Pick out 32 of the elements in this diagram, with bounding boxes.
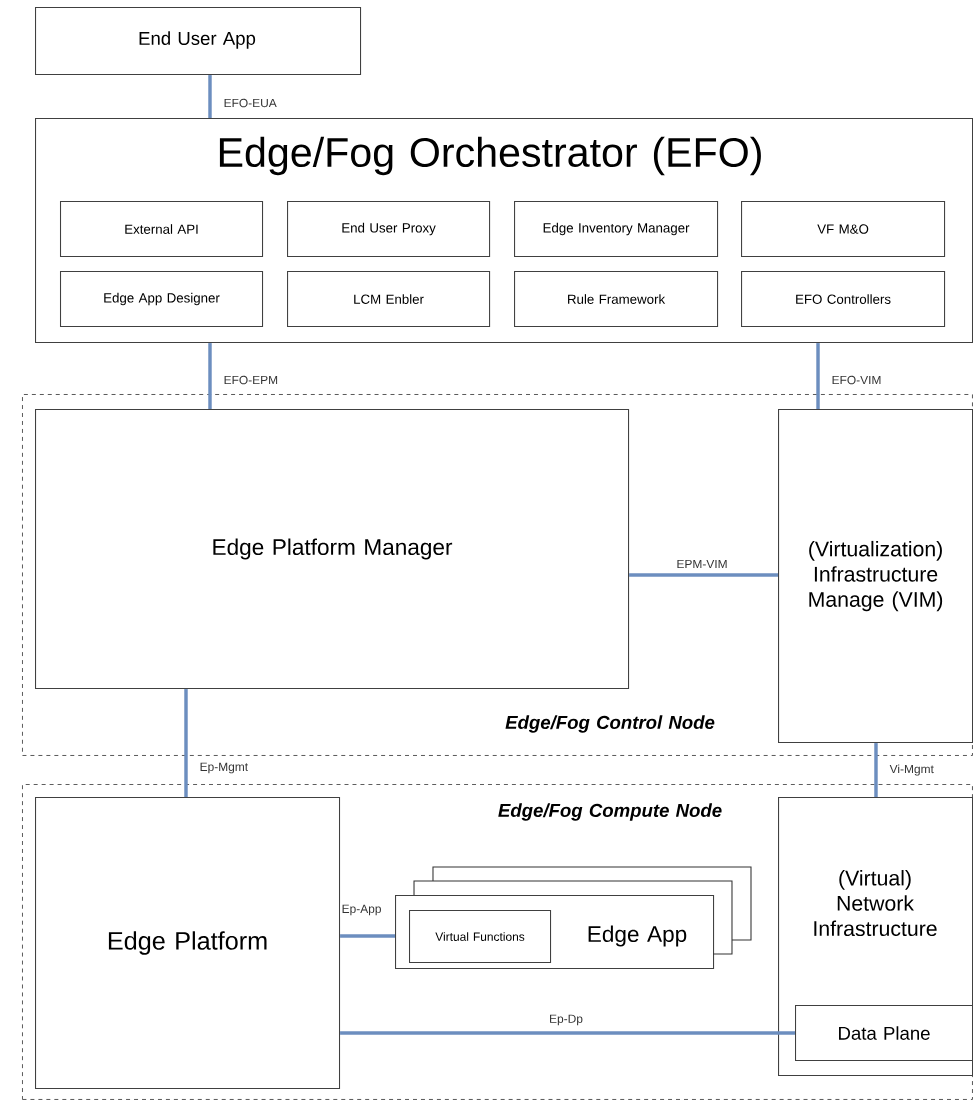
connector-line: [208, 75, 212, 118]
edge-label: Vi-Mgmt: [888, 763, 936, 777]
connector-line: [874, 743, 878, 797]
connector-line: [340, 1031, 795, 1035]
edge-label: Ep-Mgmt: [198, 761, 250, 775]
edge-label: EFO-VIM: [830, 374, 883, 386]
connector-line: [816, 343, 820, 409]
edge-label: EFO-EPM: [222, 374, 280, 386]
module-box: End User Proxy: [287, 201, 491, 258]
manager-box: Edge Platform Manager: [35, 409, 630, 690]
module-box: LCM Enbler: [287, 271, 491, 328]
module-box: Edge App Designer: [60, 271, 264, 328]
node-label: (Virtualization) Infrastructure Manage (VIM): [809, 540, 943, 612]
edge-label: Ep-App: [340, 903, 383, 917]
edge-label: EPM-VIM: [675, 558, 729, 570]
edge-label: Ep-Dp: [547, 1013, 585, 1027]
function-box: Virtual Functions: [409, 910, 552, 964]
connector-line: [340, 934, 395, 938]
data-plane-box: Data Plane: [795, 1005, 973, 1062]
module-box: Edge Inventory Manager: [514, 201, 719, 258]
module-box: Rule Framework: [514, 271, 719, 328]
module-box: VF M&O: [741, 201, 946, 258]
module-box: External API: [60, 201, 264, 258]
platform-box: Edge Platform: [35, 797, 341, 1090]
app-box: End User App: [35, 7, 362, 76]
connector-line: [629, 573, 779, 577]
module-box: EFO Controllers: [741, 271, 946, 328]
connector-line: [184, 689, 188, 797]
vim-box: (Virtualization) Infrastructure Manage (VIM): [778, 409, 973, 744]
node-label: (Virtual) Network Infrastructure: [814, 869, 937, 937]
connector-line: [208, 343, 212, 409]
edge-label: EFO-EUA: [222, 97, 279, 109]
